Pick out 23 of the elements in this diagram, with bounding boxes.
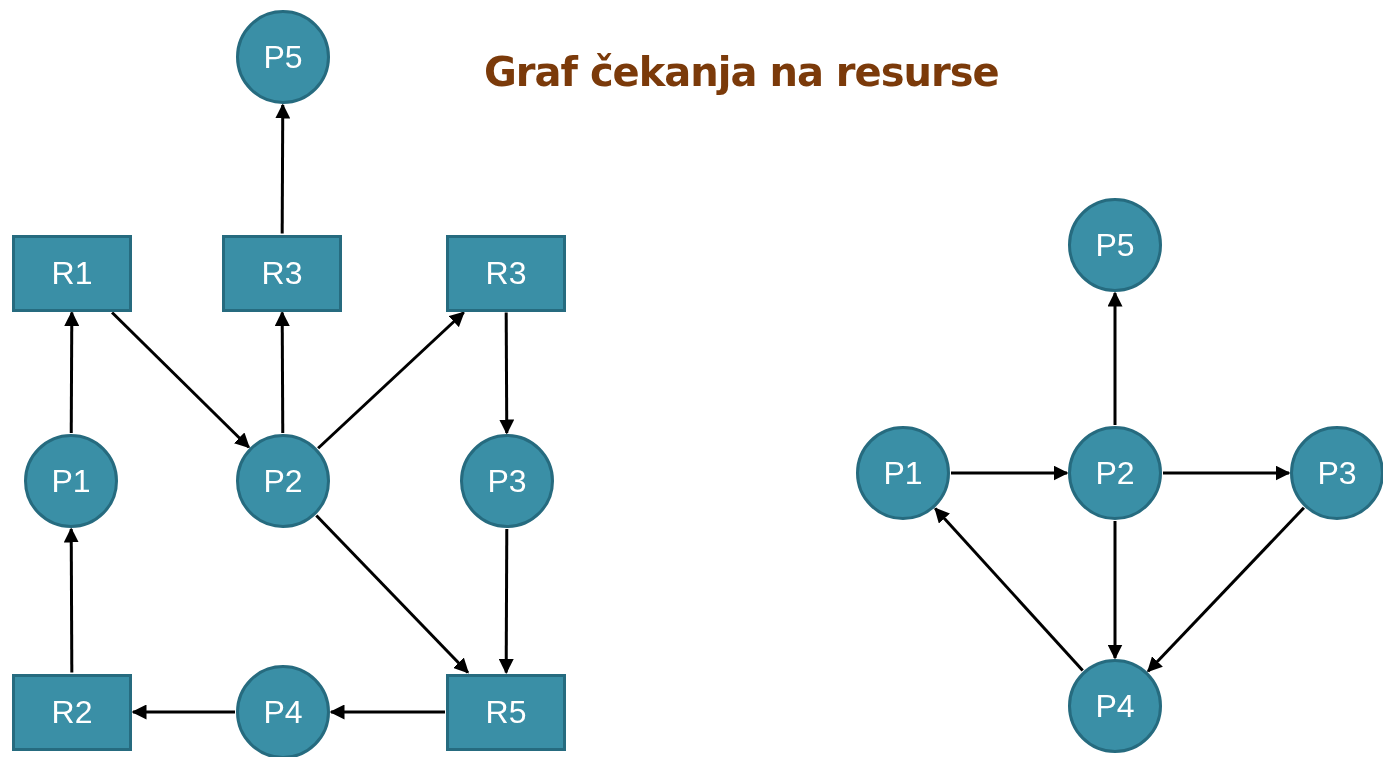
arrow bbox=[317, 311, 465, 450]
resource-box: R5 bbox=[446, 673, 566, 751]
arrow bbox=[63, 527, 79, 673]
arrow bbox=[498, 529, 514, 674]
resource-box: R1 bbox=[12, 234, 132, 312]
arrow bbox=[64, 311, 80, 433]
arrow bbox=[111, 311, 250, 449]
arrow bbox=[275, 103, 291, 234]
resource-box: R3 bbox=[446, 234, 566, 312]
arrow bbox=[274, 311, 290, 433]
arrow bbox=[499, 312, 515, 435]
arrow bbox=[1163, 465, 1291, 481]
arrow bbox=[131, 704, 235, 720]
resource-box: R2 bbox=[12, 673, 132, 751]
arrow bbox=[1107, 291, 1123, 425]
arrow bbox=[951, 465, 1069, 481]
arrow bbox=[329, 704, 445, 720]
resource-box: R3 bbox=[222, 234, 342, 312]
arrow bbox=[1107, 521, 1123, 660]
arrow bbox=[934, 507, 1084, 672]
arrow bbox=[315, 514, 469, 674]
title: Graf čekanja na resurse bbox=[484, 48, 999, 96]
arrow bbox=[1147, 506, 1305, 673]
